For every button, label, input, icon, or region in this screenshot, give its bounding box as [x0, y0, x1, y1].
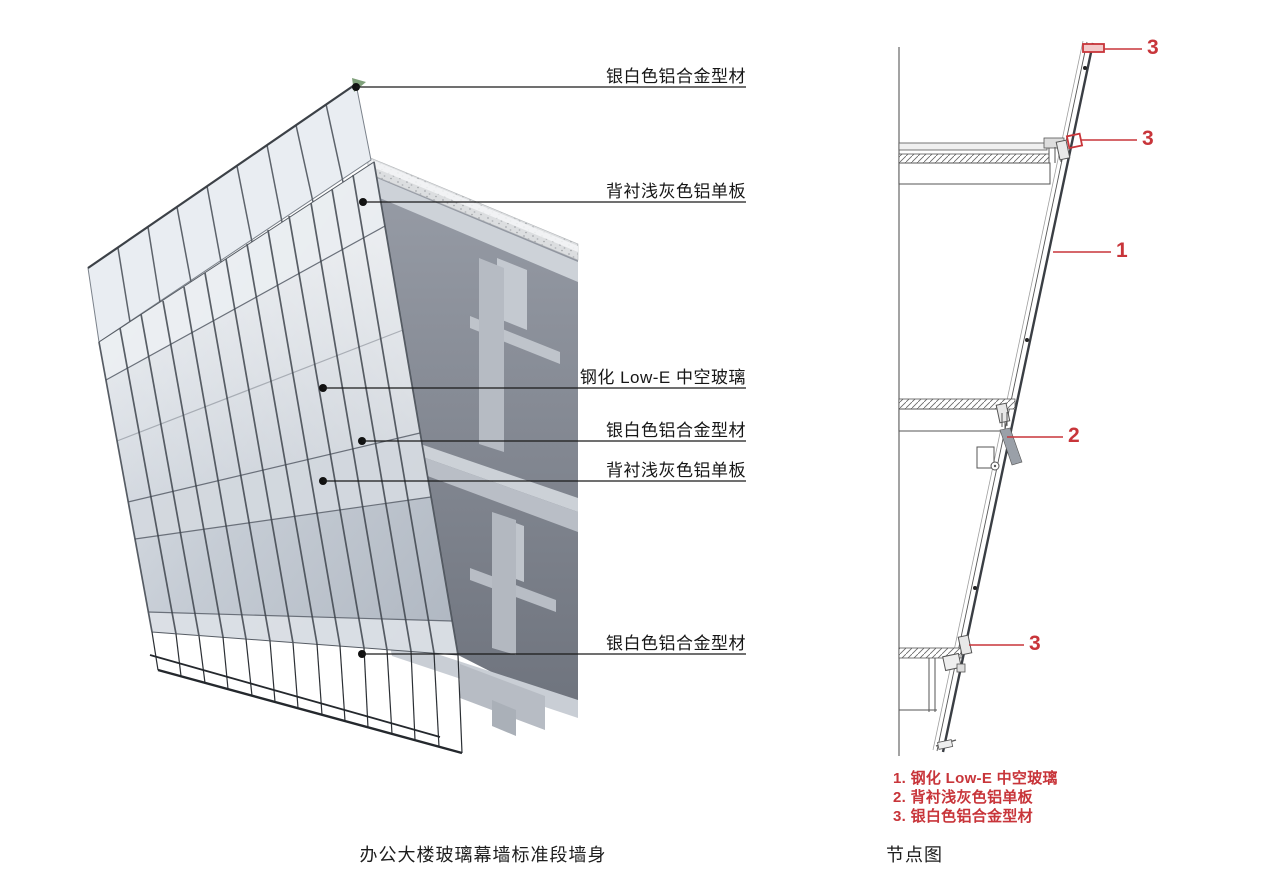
- detail-callout-2-panel: 2: [1068, 424, 1080, 447]
- transoms: [105, 225, 453, 622]
- render-label-aluminum-profile-bottom: 银白色铝合金型材: [606, 634, 746, 653]
- detail-callout-3-lower: 3: [1029, 632, 1041, 655]
- coping-cap-highlight: [1082, 43, 1105, 53]
- sloped-glass-wall: [932, 40, 1095, 753]
- detail-callout-3-upper: 3: [1142, 127, 1154, 150]
- parapet-top-profile: [87, 83, 357, 269]
- render-label-aluminum-panel-top: 背衬浅灰色铝单板: [606, 182, 746, 201]
- bottom-floor-assembly: [898, 634, 973, 750]
- curtain-wall-glass: [98, 161, 459, 656]
- caption-node-detail: 节点图: [886, 845, 943, 865]
- render-3d-cutaway: [87, 78, 746, 755]
- detail-drawing: [898, 40, 1142, 756]
- detail-legend: 1. 钢化 Low-E 中空玻璃 2. 背衬浅灰色铝单板 3. 银白色铝合金型材: [893, 769, 1058, 826]
- legend-item-1: 1. 钢化 Low-E 中空玻璃: [893, 770, 1058, 787]
- leader-lines: [323, 86, 746, 655]
- caption-wall-section: 办公大楼玻璃幕墙标准段墙身: [359, 845, 607, 865]
- detail-callout-1-glass: 1: [1116, 239, 1128, 262]
- legend-item-3: 3. 银白色铝合金型材: [893, 808, 1033, 825]
- interior-column-upper: [479, 258, 504, 452]
- callout-leader-lines: [969, 48, 1142, 646]
- mullions: [98, 161, 459, 656]
- render-label-aluminum-profile-top: 银白色铝合金型材: [606, 67, 746, 86]
- render-label-aluminum-panel-mid: 背衬浅灰色铝单板: [606, 461, 746, 480]
- render-label-lowe-glass: 钢化 Low-E 中空玻璃: [579, 368, 746, 387]
- bracket-highlight: [1065, 132, 1084, 150]
- bottom-floor-slab: [388, 638, 578, 736]
- detail-callout-3-top: 3: [1147, 36, 1159, 59]
- top-floor-assembly: [898, 132, 1084, 185]
- render-label-aluminum-profile-mid: 银白色铝合金型材: [606, 421, 746, 440]
- interior-column-lower: [492, 512, 516, 655]
- spandrel-band-bottom: [148, 612, 458, 655]
- base-rail-assembly: [149, 631, 463, 755]
- parapet-glass-band: [87, 78, 372, 343]
- legend-item-2: 2. 背衬浅灰色铝单板: [893, 789, 1033, 806]
- fastener-dots: [973, 66, 1087, 590]
- middle-floor-assembly: [898, 398, 1023, 471]
